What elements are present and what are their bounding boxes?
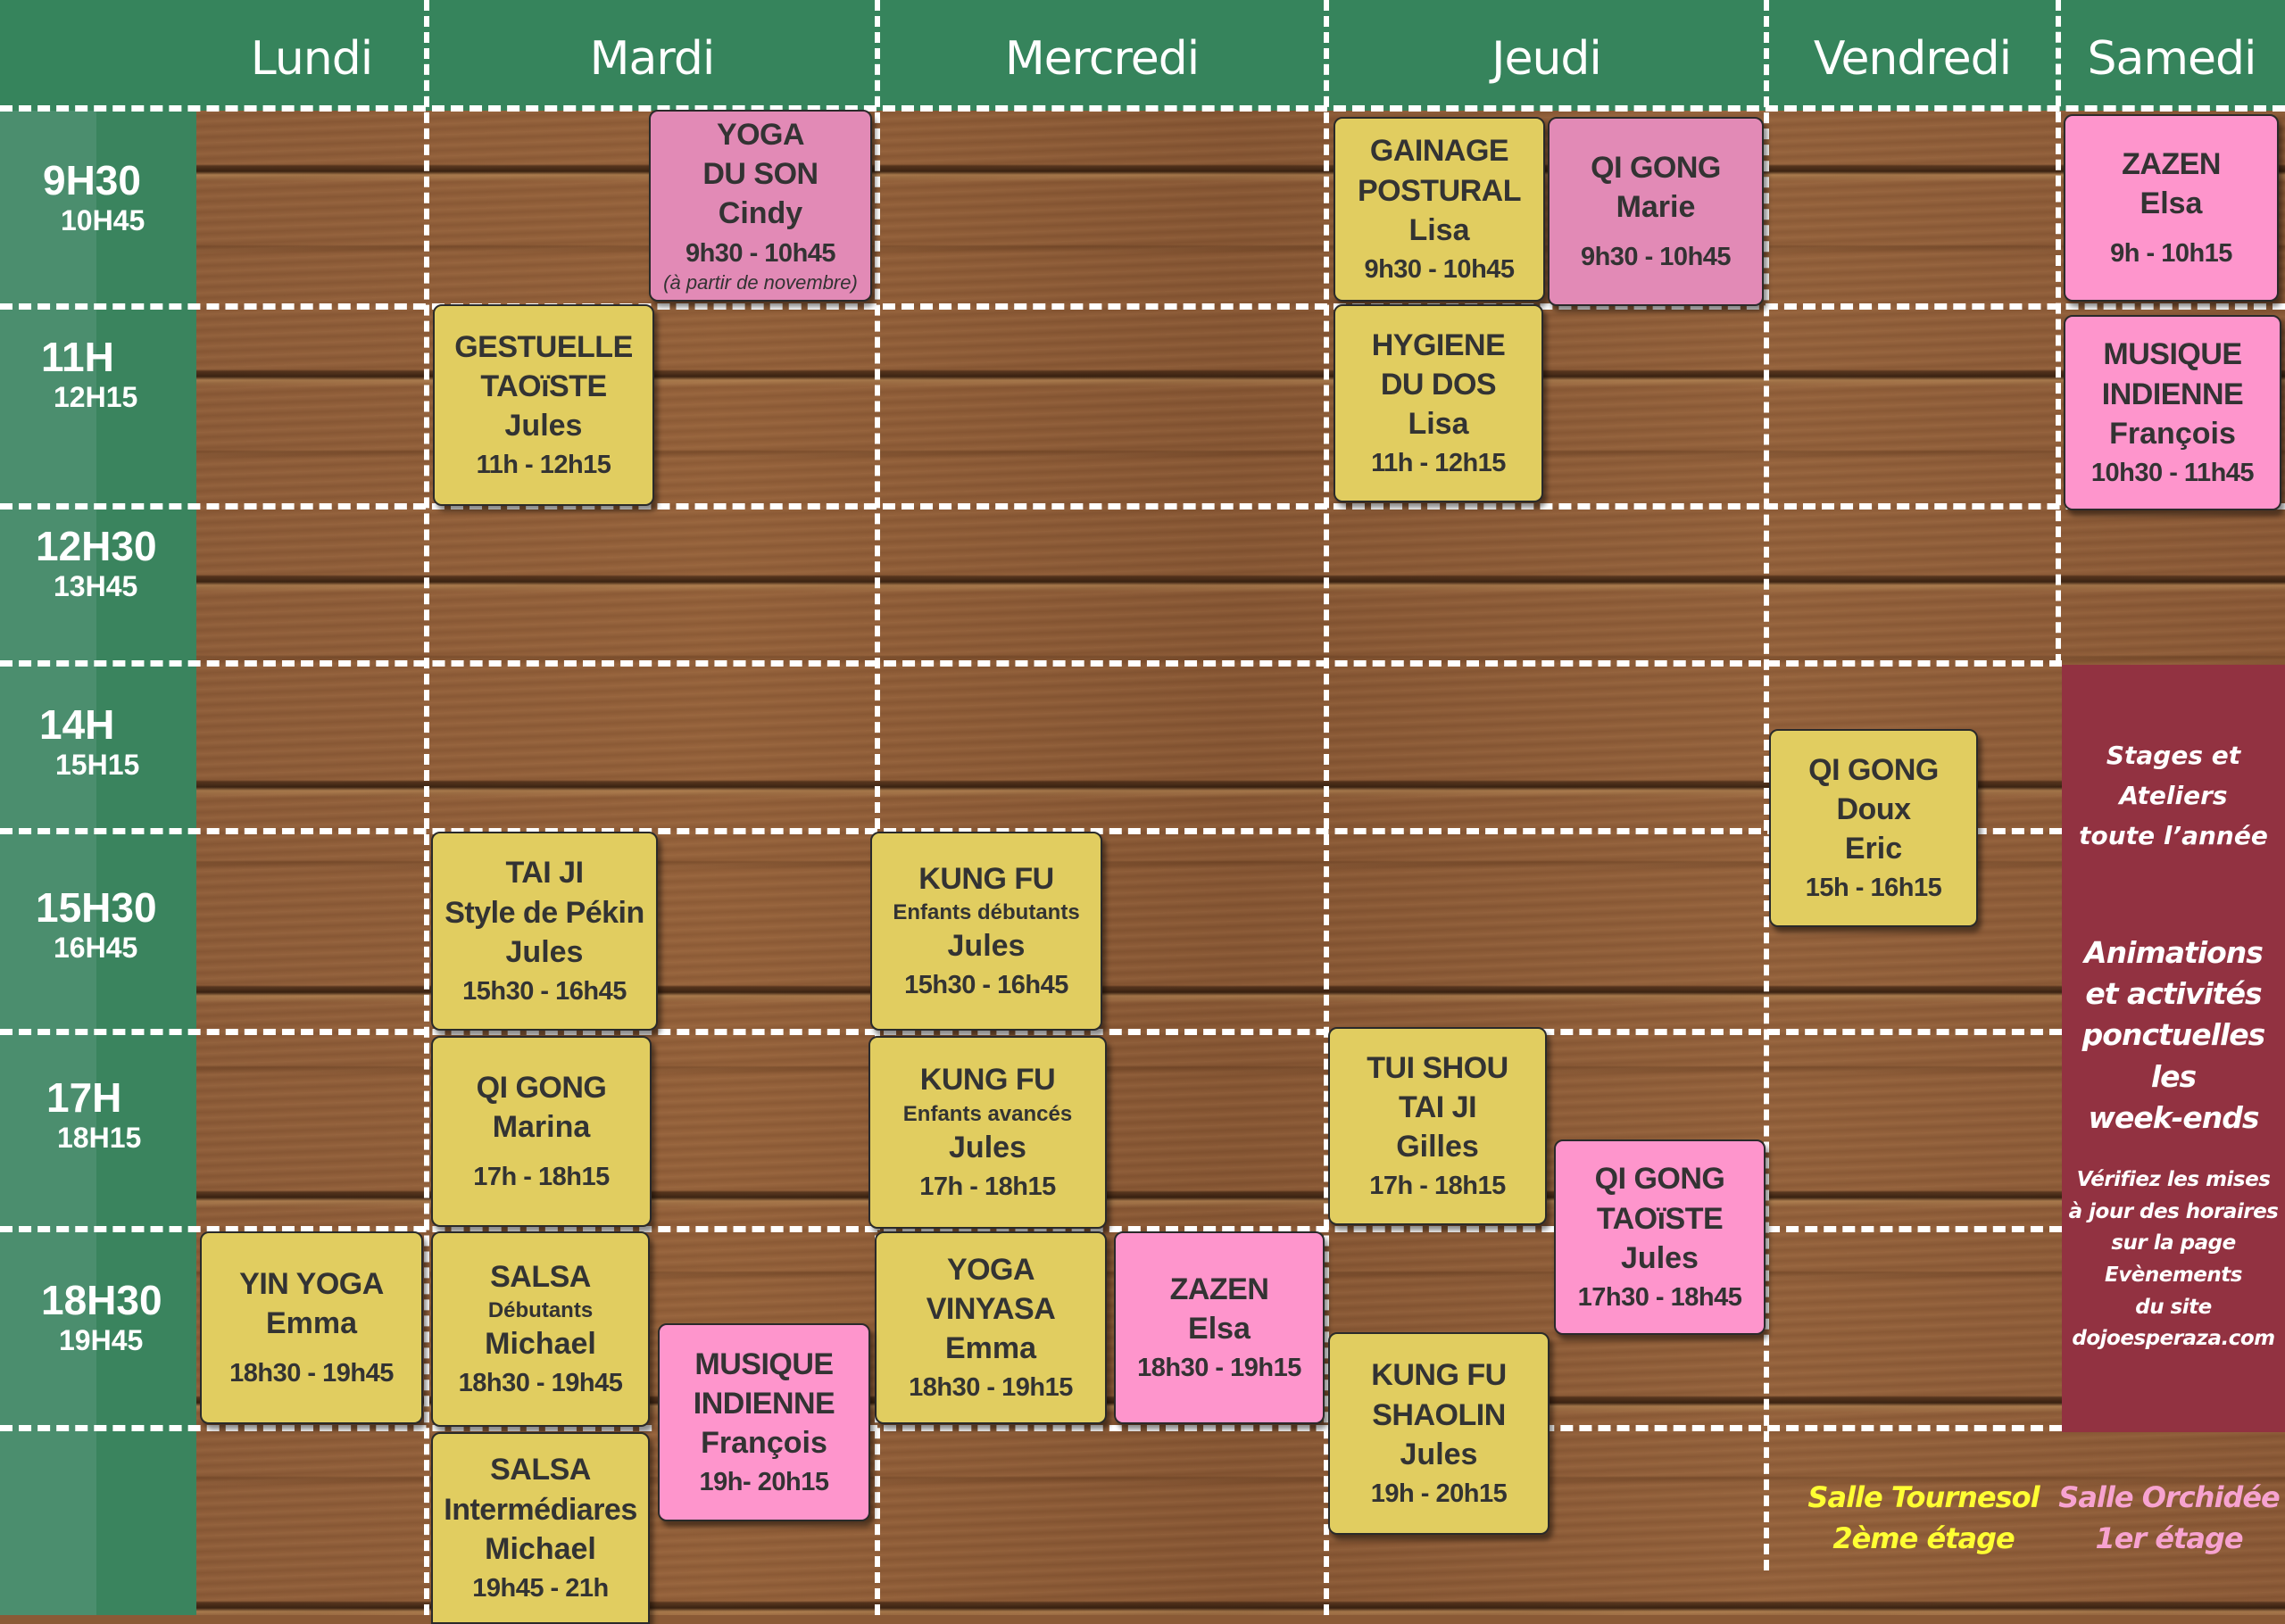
- class-card-zazen-mercredi[interactable]: ZAZEN Elsa 18h30 - 19h15: [1114, 1231, 1325, 1424]
- grid-line: [1324, 0, 1329, 1615]
- time-slot-6: 17H 18H15: [46, 1074, 142, 1154]
- class-card-musique-indienne-samedi[interactable]: MUSIQUE INDIENNE François 10h30 - 11h45: [2064, 315, 2281, 510]
- website-link[interactable]: dojoesperaza.com: [2072, 1327, 2275, 1351]
- class-card-salsa-debutants[interactable]: SALSA Débutants Michael 18h30 - 19h45: [431, 1231, 650, 1427]
- class-card-qigong-marie[interactable]: QI GONG Marie 9h30 - 10h45: [1548, 117, 1764, 306]
- info-panel: Stages et Ateliers toute l’année Animati…: [2062, 665, 2285, 1432]
- legend-salle-orchidee: Salle Orchidée 1er étage: [2058, 1480, 2280, 1556]
- grid-line: [0, 105, 2285, 112]
- class-card-gainage-postural[interactable]: GAINAGE POSTURAL Lisa 9h30 - 10h45: [1334, 117, 1545, 302]
- time-slot-4: 14H 15H15: [39, 701, 140, 781]
- info-stages: Stages et Ateliers toute l’année: [2079, 741, 2268, 850]
- grid-line: [0, 303, 2285, 310]
- grid-line: [0, 1425, 2062, 1431]
- grid-line: [0, 1226, 2062, 1232]
- day-jeudi: Jeudi: [1491, 32, 1602, 86]
- time-slot-3: 12H30 13H45: [36, 523, 157, 602]
- time-slot-2: 11H 12H15: [41, 334, 138, 413]
- class-card-tui-shou[interactable]: TUI SHOU TAI JI Gilles 17h - 18h15: [1328, 1027, 1547, 1225]
- info-verify-updates: Vérifiez les mises à jour des horaires s…: [2062, 1164, 2285, 1355]
- grid-line: [875, 0, 880, 1615]
- class-card-qigong-taoiste[interactable]: QI GONG TAOïSTE Jules 17h30 - 18h45: [1554, 1139, 1766, 1335]
- day-vendredi: Vendredi: [1813, 32, 2012, 86]
- grid-line: [1764, 0, 1769, 1570]
- class-card-kung-fu-debutants[interactable]: KUNG FU Enfants débutants Jules 15h30 - …: [870, 832, 1102, 1031]
- day-lundi: Lundi: [250, 32, 373, 86]
- class-card-tai-ji[interactable]: TAI JI Style de Pékin Jules 15h30 - 16h4…: [431, 832, 658, 1031]
- day-samedi: Samedi: [2087, 32, 2257, 86]
- grid-line: [0, 1029, 2062, 1035]
- class-card-musique-indienne-mardi[interactable]: MUSIQUE INDIENNE François 19h- 20h15: [658, 1323, 870, 1521]
- days-header: Lundi Mardi Mercredi Jeudi Vendredi Same…: [0, 0, 2285, 111]
- grid-line: [0, 828, 2062, 834]
- class-card-yoga-vinyasa[interactable]: YOGA VINYASA Emma 18h30 - 19h15: [875, 1231, 1107, 1424]
- grid-line: [424, 0, 429, 1615]
- day-mercredi: Mercredi: [1004, 32, 1200, 86]
- class-card-zazen-samedi[interactable]: ZAZEN Elsa 9h - 10h15: [2064, 114, 2279, 302]
- time-slot-5: 15H30 16H45: [36, 884, 157, 964]
- class-card-yin-yoga[interactable]: YIN YOGA Emma 18h30 - 19h45: [200, 1231, 423, 1424]
- class-card-hygiene-du-dos[interactable]: HYGIENE DU DOS Lisa 11h - 12h15: [1334, 304, 1543, 502]
- class-card-kung-fu-shaolin[interactable]: KUNG FU SHAOLIN Jules 19h - 20h15: [1328, 1332, 1550, 1535]
- class-card-gestuelle-taoiste[interactable]: GESTUELLE TAOïSTE Jules 11h - 12h15: [433, 304, 654, 506]
- class-card-kung-fu-avances[interactable]: KUNG FU Enfants avancés Jules 17h - 18h1…: [868, 1036, 1107, 1229]
- class-card-salsa-intermediaires[interactable]: SALSA Intermédiares Michael 19h45 - 21h: [431, 1432, 650, 1624]
- grid-line: [0, 660, 2062, 667]
- day-mardi: Mardi: [589, 32, 716, 86]
- grid-line: [0, 503, 2285, 510]
- legend-salle-tournesol: Salle Tournesol 2ème étage: [1807, 1480, 2040, 1556]
- time-column: [0, 111, 196, 1615]
- time-slot-7: 18H30 19H45: [41, 1277, 162, 1356]
- class-card-qigong-marina[interactable]: QI GONG Marina 17h - 18h15: [431, 1036, 652, 1227]
- class-card-qigong-doux[interactable]: QI GONG Doux Eric 15h - 16h15: [1769, 729, 1978, 927]
- grid-line: [2056, 0, 2061, 665]
- time-slot-1: 9H30 10H45: [43, 157, 145, 236]
- class-card-yoga-du-son[interactable]: YOGA DU SON Cindy 9h30 - 10h45 (à partir…: [649, 110, 872, 302]
- info-animations: Animations et activités ponctuelles les …: [2081, 935, 2266, 1135]
